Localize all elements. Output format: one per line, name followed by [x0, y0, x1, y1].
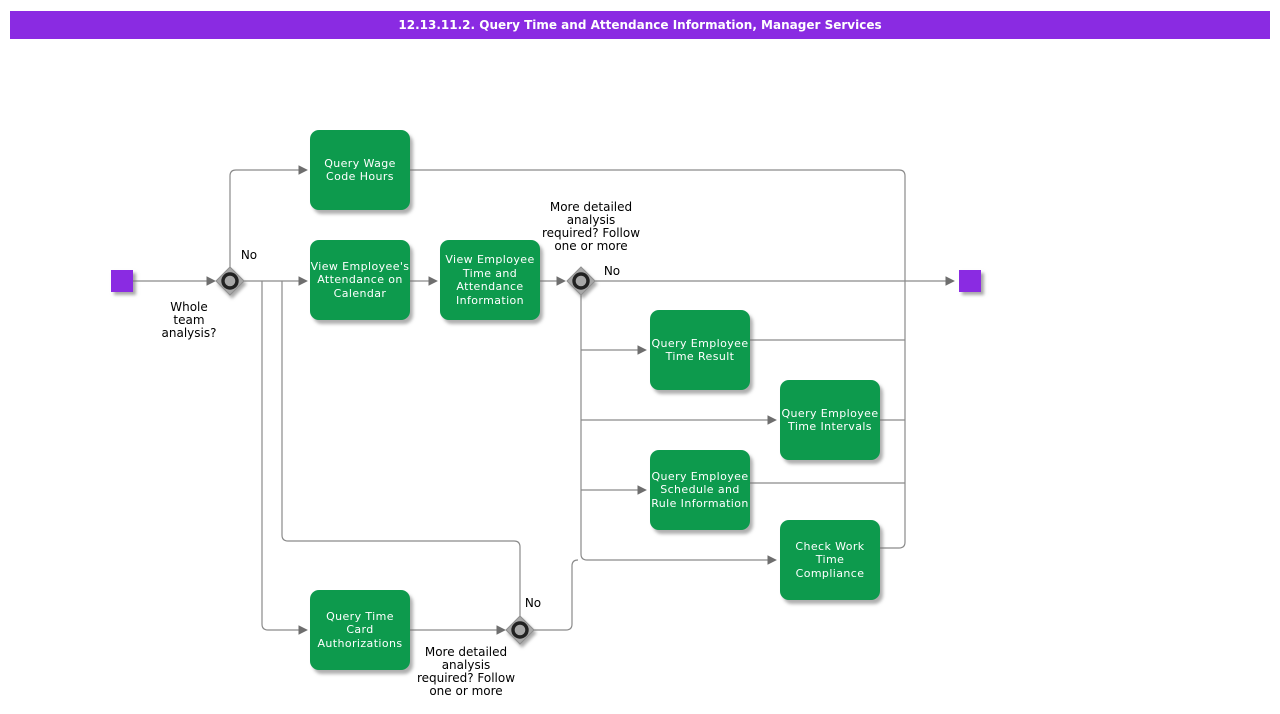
decision-ring-icon: [511, 621, 529, 639]
activity-view-employees-attendance-on-calendar[interactable]: View Employee's Attendance on Calendar: [310, 240, 410, 320]
decision-ring-icon: [221, 272, 239, 290]
activity-query-employee-schedule-and-rule-information[interactable]: Query Employee Schedule and Rule Informa…: [650, 450, 750, 530]
activity-label: Query Employee Time Intervals: [781, 406, 879, 434]
activity-query-employee-time-result[interactable]: Query Employee Time Result: [650, 310, 750, 390]
diagram-title: 12.13.11.2. Query Time and Attendance In…: [398, 18, 882, 32]
edge-decision1-to-decision3: [281, 281, 521, 616]
activity-query-wage-code-hours[interactable]: Query Wage Code Hours: [310, 130, 410, 210]
activity-view-employee-time-and-attendance-information[interactable]: View Employee Time and Attendance Inform…: [440, 240, 540, 320]
activity-check-work-time-compliance[interactable]: Check Work Time Compliance: [780, 520, 880, 600]
label-decision1-no: No: [240, 248, 258, 262]
decision-ring-icon: [572, 272, 590, 290]
diagram-title-bar: 12.13.11.2. Query Time and Attendance In…: [10, 11, 1270, 39]
edge-decision2-to-check-work-time-compliance: [580, 294, 777, 565]
activity-label: Check Work Time Compliance: [795, 539, 865, 580]
activity-label: Query Wage Code Hours: [324, 156, 396, 184]
activity-query-employee-time-intervals[interactable]: Query Employee Time Intervals: [780, 380, 880, 460]
end-node: [959, 270, 981, 292]
label-decision3-no: No: [524, 596, 542, 610]
activity-label: View Employee's Attendance on Calendar: [310, 259, 410, 300]
edge-decision1-to-query-time-card-authorizations: [261, 281, 308, 635]
activity-label: Query Employee Time Result: [651, 336, 749, 364]
label-more-detailed-bottom: More detailed analysis required? Follow …: [416, 645, 516, 698]
edge-decision1-to-query-wage-code-hours: [229, 165, 308, 268]
decision-diamond: [505, 615, 535, 645]
label-more-detailed-top: More detailed analysis required? Follow …: [541, 200, 641, 253]
edge-right-return-trunk: [410, 169, 906, 549]
label-decision2-no: No: [603, 264, 621, 278]
decision-diamond: [215, 266, 245, 296]
decision-more-detailed-analysis-top: [566, 266, 596, 296]
activity-label: Query Time Card Authorizations: [317, 609, 403, 650]
decision-whole-team-analysis: [215, 266, 245, 296]
activity-label: View Employee Time and Attendance Inform…: [445, 253, 535, 307]
activity-label: Query Employee Schedule and Rule Informa…: [651, 469, 749, 510]
decision-diamond: [566, 266, 596, 296]
activity-query-time-card-authorizations[interactable]: Query Time Card Authorizations: [310, 590, 410, 670]
label-whole-team-analysis: Whole team analysis?: [161, 300, 217, 340]
edge-decision3-to-check-work-time-compliance: [533, 559, 579, 631]
start-node: [111, 270, 133, 292]
decision-more-detailed-analysis-bottom: [505, 615, 535, 645]
